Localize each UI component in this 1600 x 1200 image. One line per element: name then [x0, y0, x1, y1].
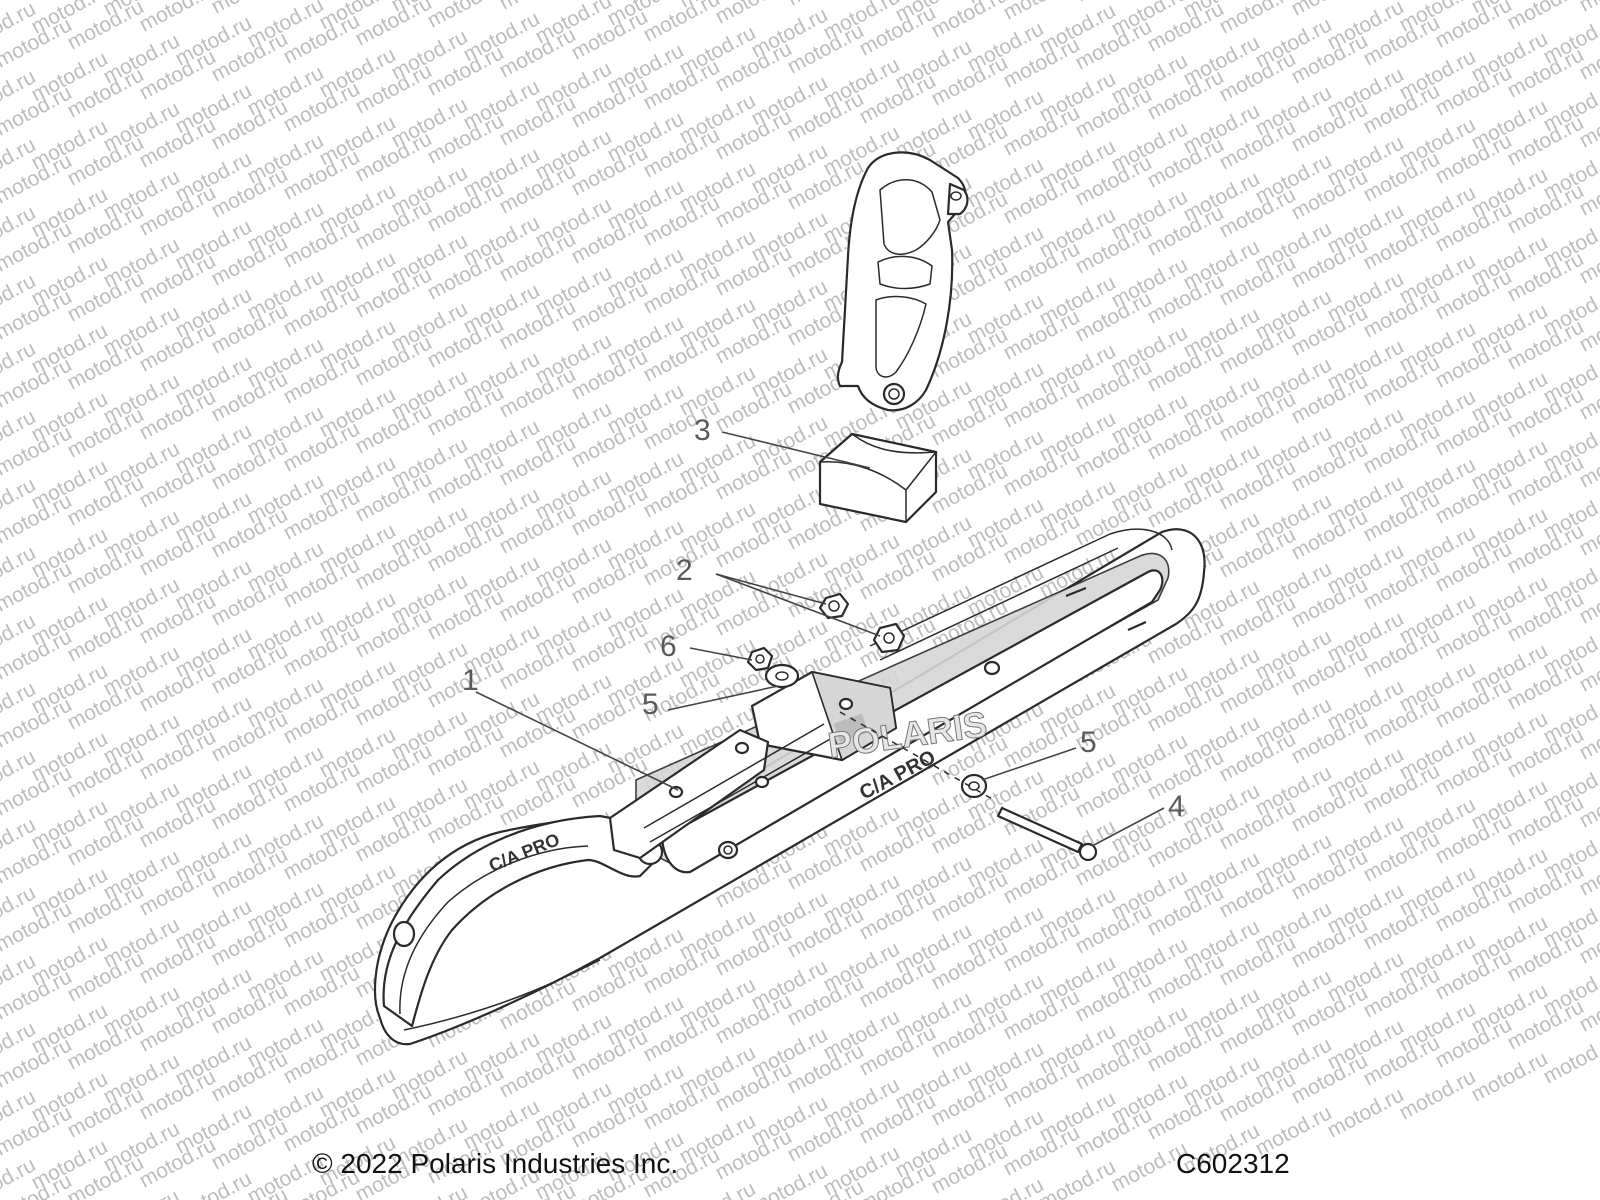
figure-code: C602312: [1176, 1148, 1290, 1179]
watermark-text: motod.ru: [1468, 1047, 1552, 1106]
watermark-text: motod.ru: [928, 0, 1012, 42]
callout-6: 6: [660, 630, 677, 663]
copyright-text: © 2022 Polaris Industries Inc.: [312, 1148, 679, 1179]
watermark-text: motod.ru: [1576, 0, 1600, 16]
callout-5-lower: 5: [1080, 726, 1097, 759]
part-5-washer-lower: [960, 773, 988, 799]
part-5-washer-upper: [764, 663, 800, 689]
watermark-text: motod.ru: [1036, 1155, 1120, 1200]
callout-2: 2: [676, 554, 693, 587]
callout-3: 3: [694, 414, 711, 447]
watermark-text: motod.ru: [1324, 1083, 1408, 1142]
part-6-nut: [746, 646, 774, 672]
callout-5-upper: 5: [642, 688, 659, 721]
callout-1: 1: [462, 664, 479, 697]
watermark-text: motod.ru: [1396, 1065, 1480, 1124]
watermark-text: motod.ru: [1540, 1029, 1600, 1088]
callout-4: 4: [1168, 790, 1185, 823]
